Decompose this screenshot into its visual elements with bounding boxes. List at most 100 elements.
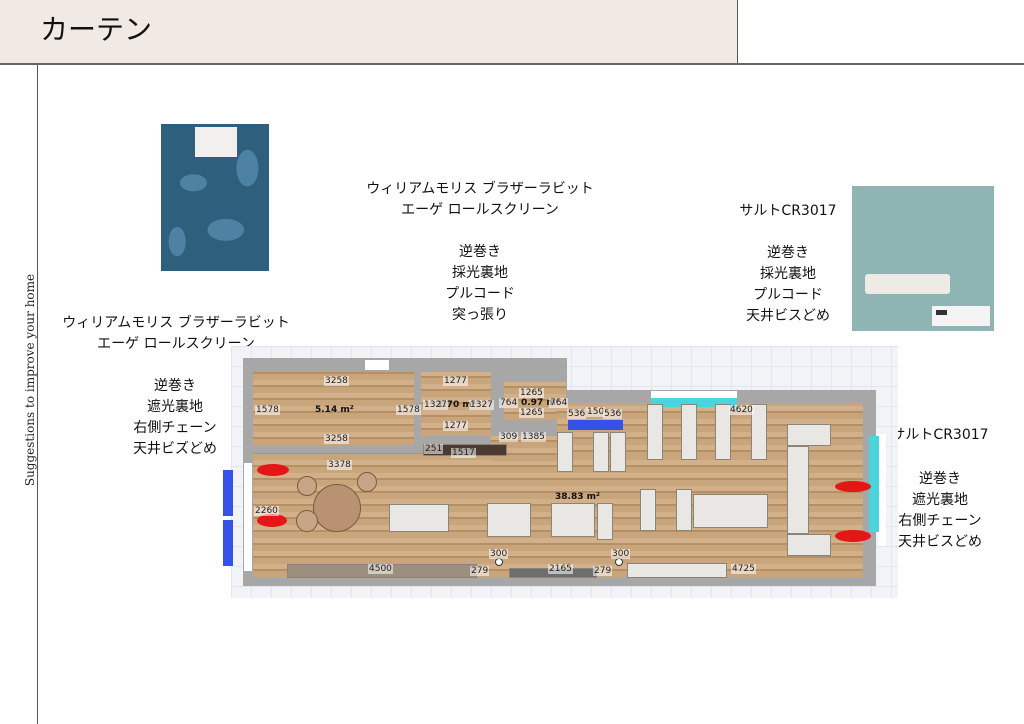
shelf [640, 489, 656, 531]
side-divider [37, 65, 38, 724]
product-line: サルトCR3017 [739, 203, 837, 219]
red-mark [257, 514, 287, 527]
shelf-bottom [627, 563, 727, 578]
red-mark [835, 481, 871, 492]
window-right [878, 434, 886, 546]
dimension: 309 [499, 432, 519, 442]
spec-line: 遮光裏地 [147, 399, 203, 415]
dimension: 536 [567, 409, 587, 419]
dimension: 251 [424, 444, 444, 454]
spec-line: 天井ビスどめ [746, 308, 830, 324]
page-title: カーテン [40, 13, 153, 46]
spec-line: 突っ張り [452, 307, 508, 323]
blind-top-small [568, 420, 623, 430]
product-line: エーゲ ロールスクリーン [401, 202, 559, 218]
dimension: 4620 [729, 405, 754, 415]
shelf [487, 503, 531, 537]
dimension: 1277 [443, 421, 468, 431]
area-room-a: 5.14 m² [315, 405, 354, 415]
red-mark [835, 530, 871, 542]
dimension: 1327 [469, 400, 494, 410]
shelf [676, 489, 692, 531]
dimension: 3258 [324, 376, 349, 386]
spec-line: プルコード [753, 287, 823, 303]
window-top-left [365, 360, 389, 370]
product-line: エーゲ ロールスクリーン [97, 336, 255, 352]
dimension: 1517 [451, 448, 476, 458]
area-main: 38.83 m² [555, 492, 600, 502]
blind-right [869, 436, 879, 532]
shelf [647, 404, 663, 460]
shelf [787, 446, 809, 534]
spec-line: プルコード [445, 286, 515, 302]
spec-line: 逆巻き [154, 378, 196, 394]
window-left [244, 463, 252, 571]
spec-line: 採光裏地 [452, 265, 508, 281]
shelf [693, 494, 768, 528]
shelf [751, 404, 767, 460]
spec-line: 逆巻き [919, 471, 961, 487]
dimension: 300 [611, 549, 631, 559]
shelf [681, 404, 697, 460]
dimension: 300 [489, 549, 509, 559]
area-room-b: 1.70 m² [437, 400, 476, 410]
note-left-specs: 逆巻き 遮光裏地 右側チェーン 天井ビズどめ [115, 376, 235, 460]
rabbit-fabric-swatch [161, 124, 269, 271]
chair [357, 472, 377, 492]
dimension: 1327 [423, 400, 448, 410]
dimension: 3378 [327, 460, 352, 470]
area-room-c: 0.97 m² [521, 398, 560, 408]
shelf [557, 432, 573, 472]
dimension: 3258 [324, 434, 349, 444]
floor-plan: 5.14 m² 1.70 m² 0.97 m² 38.83 m² 3258 32… [223, 346, 898, 598]
side-caption: Suggestions to improve your home [23, 273, 37, 487]
spec-line: 逆巻き [767, 245, 809, 261]
round-table [313, 484, 361, 532]
shelf [610, 432, 626, 472]
roll-screen-sample [865, 274, 950, 294]
dimension: 279 [470, 566, 490, 576]
note-center-top: ウィリアムモリス ブラザーラビット エーゲ ロールスクリーン 逆巻き 採光裏地 … [330, 179, 630, 326]
dimension: 4500 [368, 564, 393, 574]
note-left: ウィリアムモリス ブラザーラビット エーゲ ロールスクリーン [28, 313, 324, 355]
blind-left-lower [223, 520, 233, 566]
spec-line: 右側チェーン [133, 420, 217, 436]
product-line: ウィリアムモリス ブラザーラビット [366, 181, 594, 197]
note-right-bottom: サルトCR3017 [885, 425, 995, 446]
dimension: 4725 [731, 564, 756, 574]
salt-fabric-swatch [852, 186, 994, 331]
dimension: 1385 [521, 432, 546, 442]
blind-left-upper [223, 470, 233, 516]
spec-line: 右側チェーン [898, 513, 982, 529]
shelf [715, 404, 731, 460]
dimension: 1265 [519, 408, 544, 418]
product-line: サルトCR3017 [891, 427, 989, 443]
spec-line: 遮光裏地 [912, 492, 968, 508]
dimension: 1578 [255, 405, 280, 415]
shelf [597, 503, 613, 540]
chair [297, 476, 317, 496]
dimension: 764 [499, 398, 519, 408]
blind-top-wide [651, 398, 737, 407]
spec-line: 天井ビズどめ [133, 441, 217, 457]
header-divider [0, 63, 1024, 65]
red-mark [257, 464, 289, 476]
dimension: 279 [593, 566, 613, 576]
column-marker [495, 558, 503, 566]
shelf [787, 534, 831, 556]
spec-line: 採光裏地 [760, 266, 816, 282]
dimension: 536 [603, 409, 623, 419]
dimension: 1265 [519, 388, 544, 398]
spec-line: 天井ビスどめ [898, 534, 982, 550]
table [389, 504, 449, 532]
note-right-bottom-specs: 逆巻き 遮光裏地 右側チェーン 天井ビスどめ [885, 469, 995, 553]
shelf [551, 503, 595, 537]
dimension: 2260 [254, 506, 279, 516]
note-right-top: サルトCR3017 逆巻き 採光裏地 プルコード 天井ビスどめ [730, 201, 846, 327]
shelf [787, 424, 831, 446]
spec-line: 逆巻き [459, 244, 501, 260]
shelf [593, 432, 609, 472]
window-top-right [651, 391, 737, 399]
swatch-tag [932, 306, 990, 326]
dimension: 764 [549, 398, 569, 408]
